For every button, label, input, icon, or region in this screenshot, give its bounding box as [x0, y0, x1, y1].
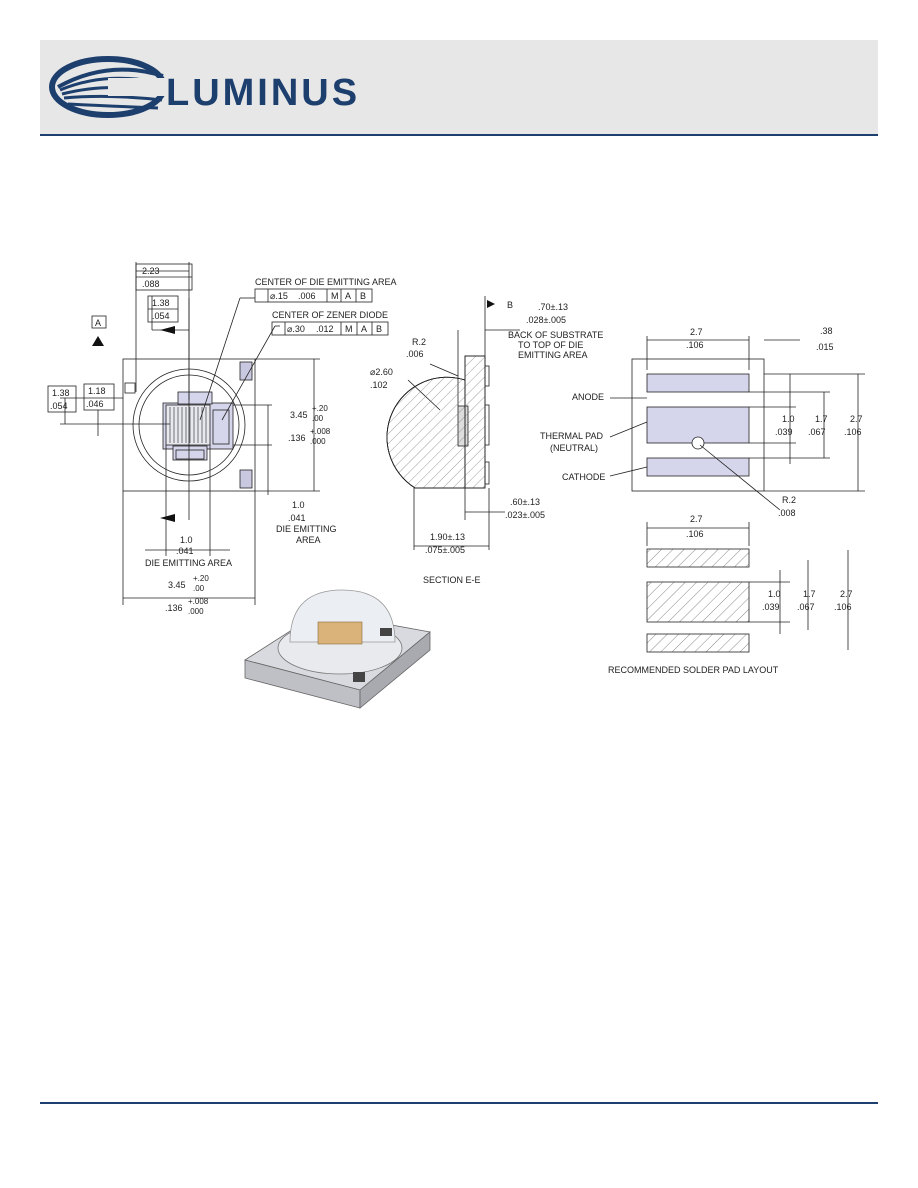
mechanical-drawing: 2.23 .088 1.38 .054 A 1.38 .054 1.18 .04…: [40, 250, 878, 720]
bottom-gap-38: .38: [820, 326, 833, 336]
footer-rule: [40, 1102, 878, 1104]
bottom-width-106: .106: [686, 340, 704, 350]
solder-dim-039: .039: [762, 602, 780, 612]
drawing-canvas: 2.23 .088 1.38 .054 A 1.38 .054 1.18 .04…: [47, 262, 865, 709]
solder-width-27: 2.7: [690, 514, 703, 524]
luminus-swoosh-logo-icon: [49, 56, 168, 118]
bottom-dim-17: 1.7: [815, 414, 828, 424]
dim-136-side: .136: [288, 433, 306, 443]
die-emitting-label-2: AREA: [296, 535, 321, 545]
bottom-r2: R.2: [782, 495, 796, 505]
luminus-logo: LUMINUS: [48, 54, 408, 120]
die-emitting-label-1: DIE EMITTING: [276, 524, 337, 534]
bottom-041: .041: [176, 546, 194, 556]
cathode-label: CATHODE: [562, 472, 605, 482]
datum-b-triangle-icon: [487, 300, 495, 308]
left-118: 1.18: [88, 386, 106, 396]
top-view: [47, 262, 389, 605]
tol-in-minus-side: .000: [310, 437, 326, 446]
fcf1-tol-in: .006: [298, 291, 316, 301]
datum-b: B: [507, 300, 513, 310]
bottom-dim-106: .106: [844, 427, 862, 437]
fcf2-a: A: [361, 324, 367, 334]
dim-088: .088: [142, 279, 160, 289]
tol-plus-side: +.20: [312, 404, 328, 413]
left-138: 1.38: [52, 388, 70, 398]
dim-60: .60±.13: [510, 497, 540, 507]
center-die-label: CENTER OF DIE EMITTING AREA: [255, 277, 397, 287]
bottom-tol-plus: +.20: [193, 574, 209, 583]
dim-190: 1.90±.13: [430, 532, 465, 542]
solder-dim-27: 2.7: [840, 589, 853, 599]
bottom-345: 3.45: [168, 580, 186, 590]
bottom-tol-in-minus: .000: [188, 607, 204, 616]
dim-223: 2.23: [142, 266, 160, 276]
dim-70-in: .028±.005: [526, 315, 566, 325]
bottom-136: .136: [165, 603, 183, 613]
solder-dim-067: .067: [797, 602, 815, 612]
left-046: .046: [86, 399, 104, 409]
fcf1-b: B: [360, 291, 366, 301]
dia-section-in: .102: [370, 380, 388, 390]
dim-054: .054: [152, 311, 170, 321]
back-label-3: EMITTING AREA: [518, 350, 588, 360]
tol-in-plus-side: +.008: [310, 427, 331, 436]
back-label-2: TO TOP OF DIE: [518, 340, 583, 350]
datum-a: A: [95, 318, 101, 328]
r2-section: R.2: [412, 337, 426, 347]
page-header: LUMINUS: [40, 40, 878, 136]
solder-dim-106: .106: [834, 602, 852, 612]
left-054: .054: [50, 401, 68, 411]
thermal-label-2: (NEUTRAL): [550, 443, 598, 453]
bottom-r2-in: .008: [778, 508, 796, 518]
fcf2-b: B: [376, 324, 382, 334]
brand-name: LUMINUS: [166, 72, 361, 114]
dim-345-side: 3.45: [290, 410, 308, 420]
thermal-label-1: THERMAL PAD: [540, 431, 604, 441]
bottom-tol-in-plus: +.008: [188, 597, 209, 606]
section-arrow-bottom-icon: [160, 514, 175, 522]
fcf2-tol: ⌀.30: [287, 324, 305, 334]
anode-label: ANODE: [572, 392, 604, 402]
solder-dim-17: 1.7: [803, 589, 816, 599]
bottom-dim-067: .067: [808, 427, 826, 437]
fcf1-tol: ⌀.15: [270, 291, 288, 301]
bottom-tol-minus: .00: [193, 584, 205, 593]
dim-041-side: .041: [288, 513, 306, 523]
bottom-dim-27: 2.7: [850, 414, 863, 424]
solder-dim-10: 1.0: [768, 589, 781, 599]
dim-138: 1.38: [152, 298, 170, 308]
bottom-view: [609, 336, 865, 511]
r2-section-in: .006: [406, 349, 424, 359]
solder-width-106: .106: [686, 529, 704, 539]
bottom-dim-039: .039: [775, 427, 793, 437]
dim-60-in: .023±.005: [505, 510, 545, 520]
fcf2-tol-in: .012: [316, 324, 334, 334]
datum-a-triangle-icon: [92, 336, 104, 346]
section-arrow-top-icon: [160, 326, 175, 334]
bottom-dim-10: 1.0: [782, 414, 795, 424]
dim-10-side: 1.0: [292, 500, 305, 510]
fcf2-m: M: [345, 324, 353, 334]
tol-minus-side: .00: [312, 414, 324, 423]
bottom-gap-015: .015: [816, 342, 834, 352]
solder-layout: [646, 522, 849, 653]
fcf1-a: A: [345, 291, 351, 301]
bottom-10: 1.0: [180, 535, 193, 545]
section-title: SECTION E-E: [423, 575, 481, 585]
dia-section: ⌀2.60: [370, 367, 393, 377]
dim-190-in: .075±.005: [425, 545, 465, 555]
center-zener-label: CENTER OF ZENER DIODE: [272, 310, 388, 320]
led-package-3d-render: [244, 589, 431, 709]
back-label-1: BACK OF SUBSTRATE: [508, 330, 603, 340]
bottom-die-label: DIE EMITTING AREA: [145, 558, 232, 568]
bottom-width-27: 2.7: [690, 327, 703, 337]
solder-title: RECOMMENDED SOLDER PAD LAYOUT: [608, 665, 779, 675]
dim-70: .70±.13: [538, 302, 568, 312]
fcf1-m: M: [331, 291, 339, 301]
